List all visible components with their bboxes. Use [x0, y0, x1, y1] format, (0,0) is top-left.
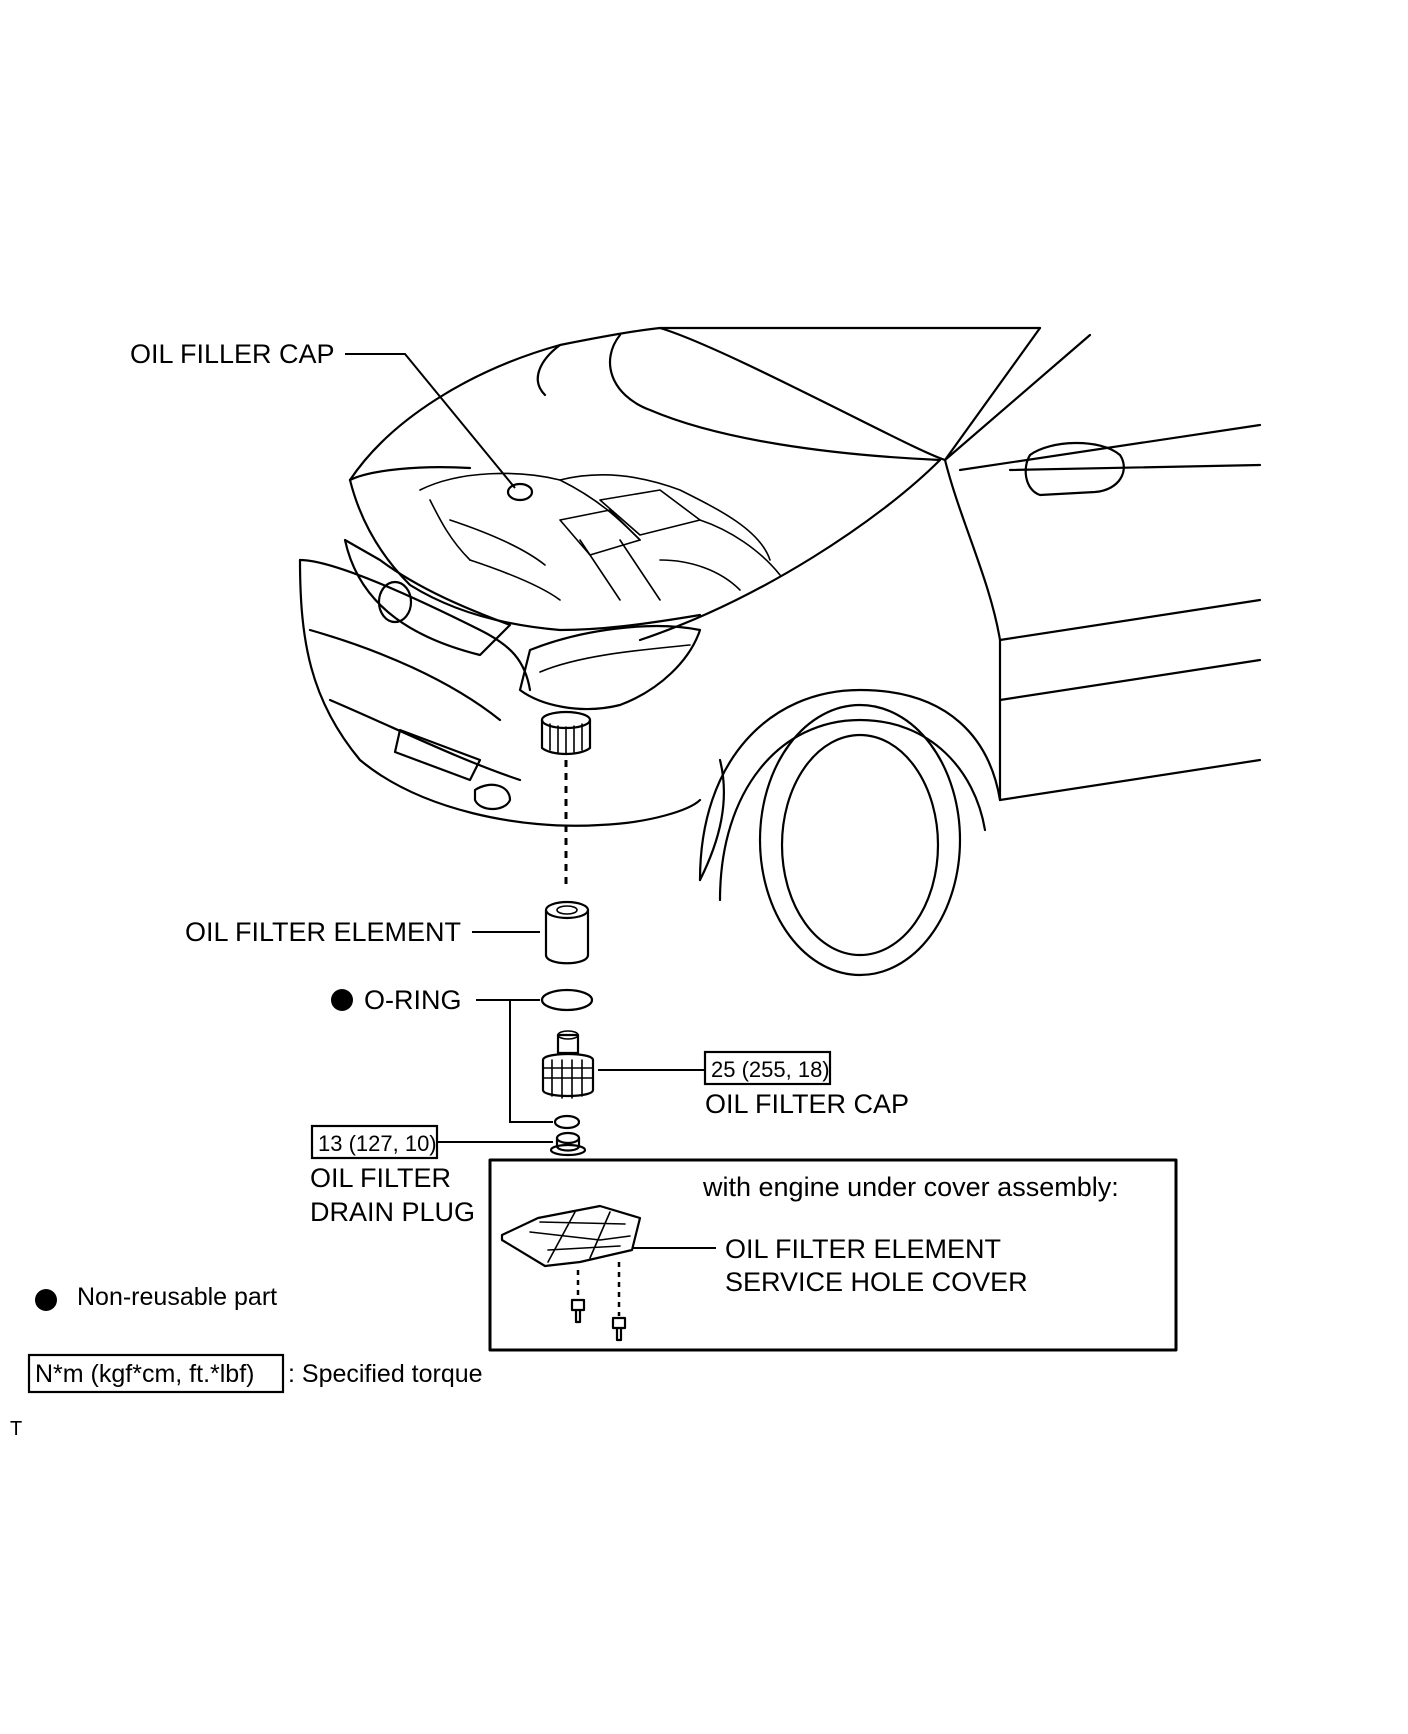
service-cover-label-line1: OIL FILTER ELEMENT — [725, 1234, 1001, 1264]
under-cover-inset: with engine under cover assembly: OIL FI… — [488, 1158, 1178, 1352]
o-ring-label: O-RING — [364, 985, 462, 1015]
legend-torque-desc: : Specified torque — [288, 1360, 483, 1388]
non-reusable-marker-icon — [331, 989, 353, 1011]
oil-filter-drain-plug-part: 13 (127, 10) OIL FILTER DRAIN PLUG — [310, 1124, 587, 1227]
drain-plug-label-line1: OIL FILTER — [310, 1163, 451, 1193]
oil-filler-cap-label: OIL FILLER CAP — [130, 339, 335, 369]
oil-filter-cap-torque-box — [703, 1050, 832, 1086]
drain-plug-label-line2: DRAIN PLUG — [310, 1197, 475, 1227]
oil-filter-cap-torque: 25 (255, 18) — [711, 1057, 830, 1082]
legend: Non-reusable part N*m (kgf*cm, ft.*lbf) … — [27, 1283, 483, 1394]
legend-torque-unit: N*m (kgf*cm, ft.*lbf) — [35, 1360, 254, 1388]
oil-filter-cap-part: 25 (255, 18) OIL FILTER CAP — [541, 1030, 909, 1119]
drain-plug-torque-box — [310, 1124, 439, 1160]
inset-title: with engine under cover assembly: — [702, 1172, 1119, 1202]
oil-filter-cap-label: OIL FILTER CAP — [705, 1089, 909, 1119]
legend-torque-box — [27, 1353, 285, 1394]
footer-mark: T — [10, 1418, 22, 1440]
vehicle-front-illustration — [298, 326, 1262, 977]
non-reusable-legend-icon — [35, 1289, 57, 1311]
oil-filter-element-label: OIL FILTER ELEMENT — [185, 917, 461, 947]
oil-filter-element-part: OIL FILTER ELEMENT — [185, 900, 590, 965]
o-ring-part: O-RING — [331, 985, 594, 1130]
legend-non-reusable: Non-reusable part — [77, 1283, 277, 1311]
service-cover-label-line2: SERVICE HOLE COVER — [725, 1267, 1028, 1297]
oil-filler-cap-callout: OIL FILLER CAP — [130, 339, 516, 489]
drain-plug-torque: 13 (127, 10) — [318, 1131, 437, 1156]
